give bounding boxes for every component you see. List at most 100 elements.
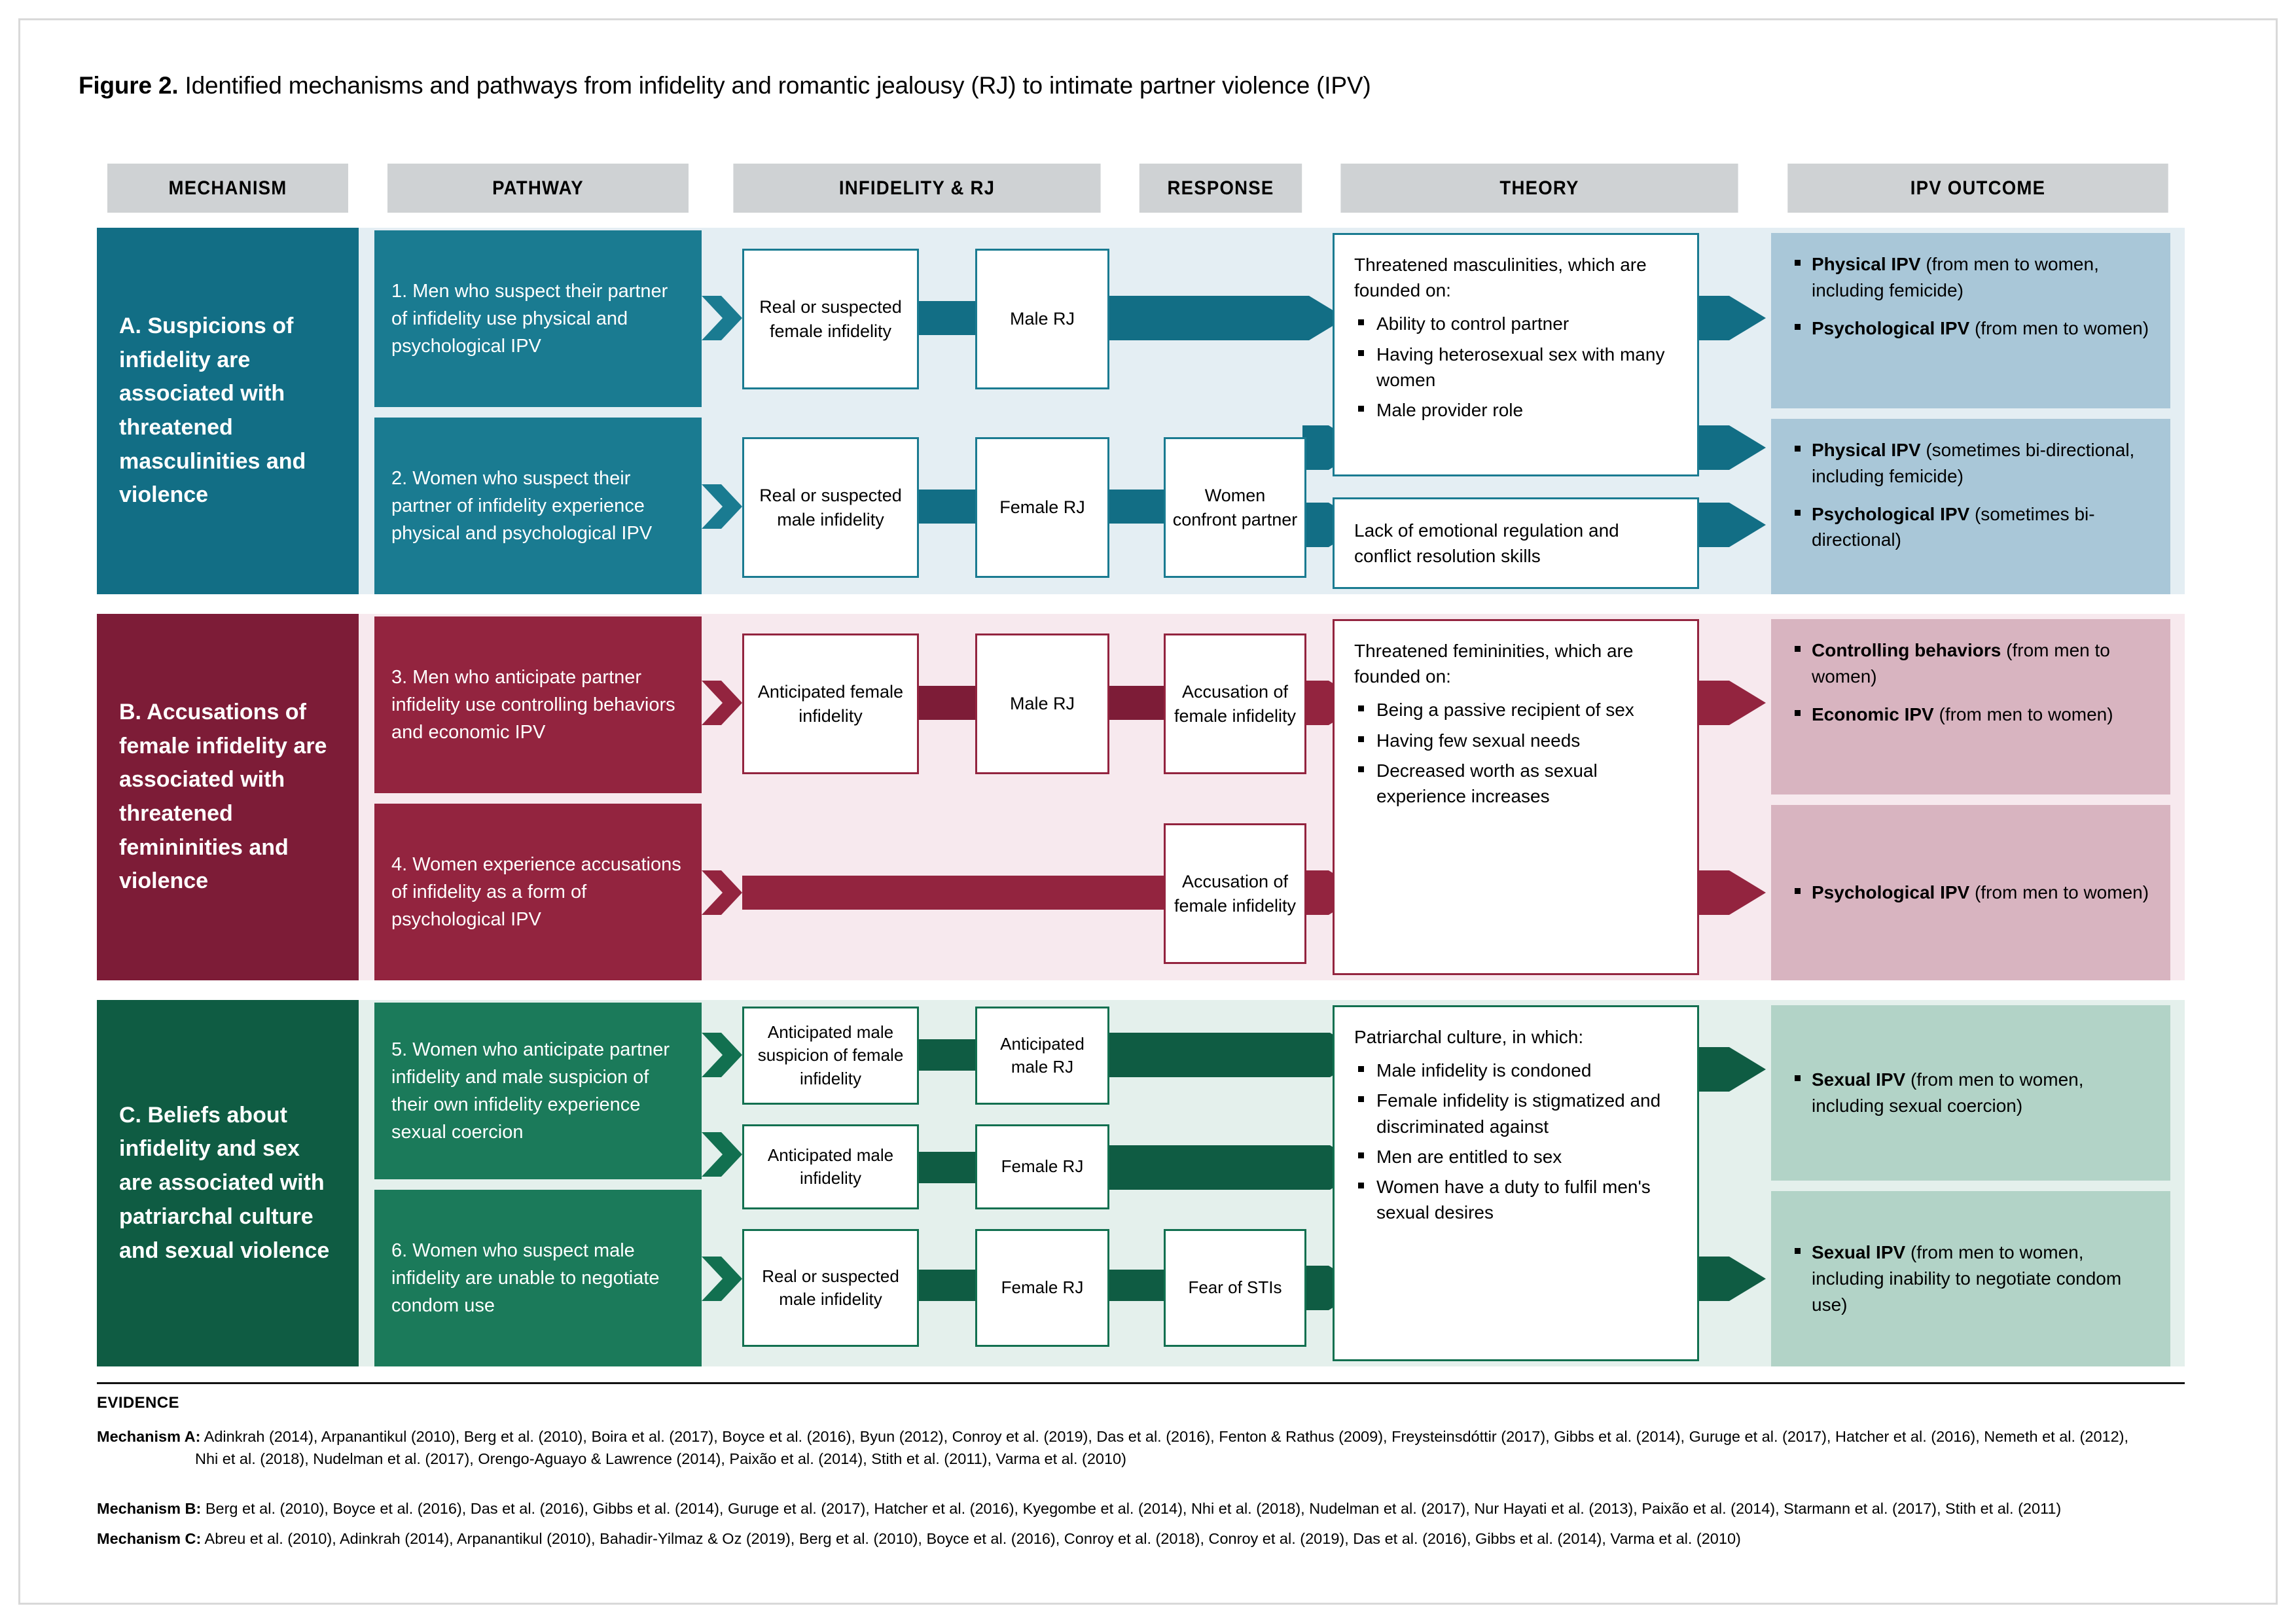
rj-node-a2: Female RJ — [975, 437, 1109, 578]
flow-arrow-c2-rj — [911, 1152, 983, 1183]
outcome-rest: (from men to women) — [1812, 640, 2110, 687]
evidence-line-b: Mechanism B: Berg et al. (2010), Boyce e… — [97, 1497, 2191, 1520]
column-header-mechanism: MECHANISM — [107, 164, 348, 213]
theory-bullet: Ability to control partner — [1354, 311, 1677, 336]
flow-arrow-a2-rj — [911, 490, 983, 524]
chevron-connector-c2 — [702, 1132, 742, 1177]
evidence-label: Mechanism C: — [97, 1530, 202, 1547]
chevron-connector-a2 — [702, 484, 742, 529]
flow-arrow-c1-theory — [1103, 1033, 1367, 1077]
theory-lead: Patriarchal culture, in which: — [1354, 1027, 1584, 1047]
outcome-list: Sexual IPV (from men to women, including… — [1791, 1240, 2153, 1317]
outcome-box-c2: Sexual IPV (from men to women, including… — [1771, 1191, 2170, 1366]
flow-arrow-a1-theory — [1103, 296, 1346, 340]
evidence-text: Abreu et al. (2010), Adinkrah (2014), Ar… — [201, 1530, 1741, 1547]
evidence-label: Mechanism B: — [97, 1500, 202, 1517]
outcome-item: Psychological IPV (from men to women) — [1791, 315, 2153, 342]
flow-arrow-b1-rj — [911, 686, 983, 720]
flow-arrow-b1-response — [1103, 686, 1169, 720]
outcome-rest: (from men to women) — [1933, 704, 2113, 724]
response-node-label: Women confront partner — [1172, 486, 1298, 529]
infidelity-node-a2: Real or suspected male infidelity — [742, 437, 919, 578]
theory-bullet: Being a passive recipient of sex — [1354, 697, 1677, 722]
mechanism-a-label: A. Suspicions of infidelity are associat… — [119, 313, 306, 508]
outcome-strong: Economic IPV — [1812, 704, 1934, 724]
column-header-infidelity: INFIDELITY & RJ — [733, 164, 1101, 213]
flow-arrow-b-theory-outcome1 — [1696, 681, 1766, 725]
outcome-list: Physical IPV (sometimes bi-directional, … — [1791, 437, 2153, 553]
outcome-rest: (from men to women) — [1969, 882, 2149, 903]
theory-lead: Threatened femininities, which are found… — [1354, 641, 1634, 687]
infidelity-node-label: Real or suspected male infidelity — [759, 486, 902, 529]
outcome-strong: Sexual IPV — [1812, 1242, 1906, 1263]
theory-bullet: Women have a duty to fulfil men's sexual… — [1354, 1174, 1677, 1225]
theory-box-a2: Lack of emotional regulation and conflic… — [1333, 497, 1699, 589]
rj-node-label: Female RJ — [1001, 1156, 1084, 1177]
theory-bullets: Ability to control partner Having hetero… — [1354, 311, 1677, 423]
outcome-box-a2: Physical IPV (sometimes bi-directional, … — [1771, 419, 2170, 594]
rj-node-label: Female RJ — [1001, 1277, 1084, 1298]
outcome-item: Physical IPV (sometimes bi-directional, … — [1791, 437, 2153, 490]
mechanism-c-label: C. Beliefs about infidelity and sex are … — [119, 1102, 330, 1263]
flow-arrow-c1-rj — [911, 1039, 983, 1071]
flow-arrow-c3-response — [1103, 1270, 1169, 1301]
chevron-connector-c3 — [702, 1257, 742, 1301]
outcome-item: Sexual IPV (from men to women, including… — [1791, 1067, 2153, 1119]
column-header-pathway: PATHWAY — [387, 164, 689, 213]
infidelity-node-label: Anticipated male infidelity — [767, 1145, 894, 1188]
column-header-response: RESPONSE — [1139, 164, 1302, 213]
column-header-label: THEORY — [1499, 177, 1579, 199]
outcome-list: Physical IPV (from men to women, includi… — [1791, 251, 2153, 341]
chevron-connector-b2 — [702, 870, 742, 915]
theory-bullet: Male infidelity is condoned — [1354, 1058, 1677, 1083]
outcome-rest: (from men to women) — [1969, 317, 2149, 338]
evidence-text-cont: Nhi et al. (2018), Nudelman et al. (2017… — [195, 1450, 1126, 1468]
flow-arrow-b4-response — [742, 876, 1169, 910]
flow-arrow-a-theory-outcome2 — [1696, 425, 1766, 470]
flow-arrow-c3-rj — [911, 1270, 983, 1301]
chevron-connector-b1 — [702, 681, 742, 725]
outcome-strong: Psychological IPV — [1812, 503, 1970, 524]
theory-bullet: Decreased worth as sexual experience inc… — [1354, 758, 1677, 809]
outcome-item: Psychological IPV (sometimes bi-directio… — [1791, 501, 2153, 554]
infidelity-node-c2: Anticipated male infidelity — [742, 1124, 919, 1209]
figure-title-text: Identified mechanisms and pathways from … — [178, 72, 1371, 99]
response-node-label: Fear of STIs — [1188, 1277, 1282, 1298]
theory-box-b1: Threatened femininities, which are found… — [1333, 619, 1699, 975]
response-node-label: Accusation of female infidelity — [1174, 872, 1297, 916]
outcome-rest: (from men to women, including inability … — [1812, 1242, 2122, 1315]
pathway-1-label: 1. Men who suspect their partner of infi… — [391, 280, 668, 357]
evidence-line-a: Mechanism A: Adinkrah (2014), Arpanantik… — [97, 1425, 2191, 1470]
flow-arrow-c-theory-outcome2 — [1696, 1257, 1766, 1301]
chevron-connector-c1 — [702, 1033, 742, 1077]
outcome-rest: (from men to women, including sexual coe… — [1812, 1069, 2084, 1116]
evidence-line-c: Mechanism C: Abreu et al. (2010), Adinkr… — [97, 1527, 2191, 1550]
outcome-strong: Controlling behaviors — [1812, 640, 2001, 660]
mechanism-a: A. Suspicions of infidelity are associat… — [97, 228, 359, 594]
column-header-label: PATHWAY — [492, 177, 584, 199]
pathway-6-label: 6. Women who suspect male infidelity are… — [391, 1240, 660, 1317]
column-header-label: IPV OUTCOME — [1910, 177, 2046, 199]
theory-box-c1: Patriarchal culture, in which: Male infi… — [1333, 1005, 1699, 1361]
infidelity-node-c3: Real or suspected male infidelity — [742, 1229, 919, 1347]
rj-node-b1: Male RJ — [975, 633, 1109, 774]
outcome-item: Sexual IPV (from men to women, including… — [1791, 1240, 2153, 1317]
evidence-divider — [97, 1382, 2185, 1384]
theory-bullet: Female infidelity is stigmatized and dis… — [1354, 1088, 1677, 1139]
flow-arrow-c-theory-outcome1 — [1696, 1047, 1766, 1092]
column-header-label: RESPONSE — [1167, 177, 1274, 199]
mechanism-b: B. Accusations of female infidelity are … — [97, 614, 359, 980]
theory-bullet: Having few sexual needs — [1354, 728, 1677, 753]
infidelity-node-a1: Real or suspected female infidelity — [742, 249, 919, 389]
pathway-6: 6. Women who suspect male infidelity are… — [374, 1190, 702, 1366]
pathway-1: 1. Men who suspect their partner of infi… — [374, 230, 702, 407]
pathway-2-label: 2. Women who suspect their partner of in… — [391, 467, 653, 544]
theory-lead: Lack of emotional regulation and conflic… — [1354, 520, 1619, 566]
outcome-item: Physical IPV (from men to women, includi… — [1791, 251, 2153, 304]
theory-bullet: Men are entitled to sex — [1354, 1144, 1677, 1169]
response-node-b1: Accusation of female infidelity — [1164, 633, 1306, 774]
evidence-heading: EVIDENCE — [97, 1394, 179, 1412]
outcome-box-b1: Controlling behaviors (from men to women… — [1771, 619, 2170, 794]
infidelity-node-label: Anticipated male suspicion of female inf… — [757, 1022, 904, 1088]
rj-node-c1: Anticipated male RJ — [975, 1007, 1109, 1105]
